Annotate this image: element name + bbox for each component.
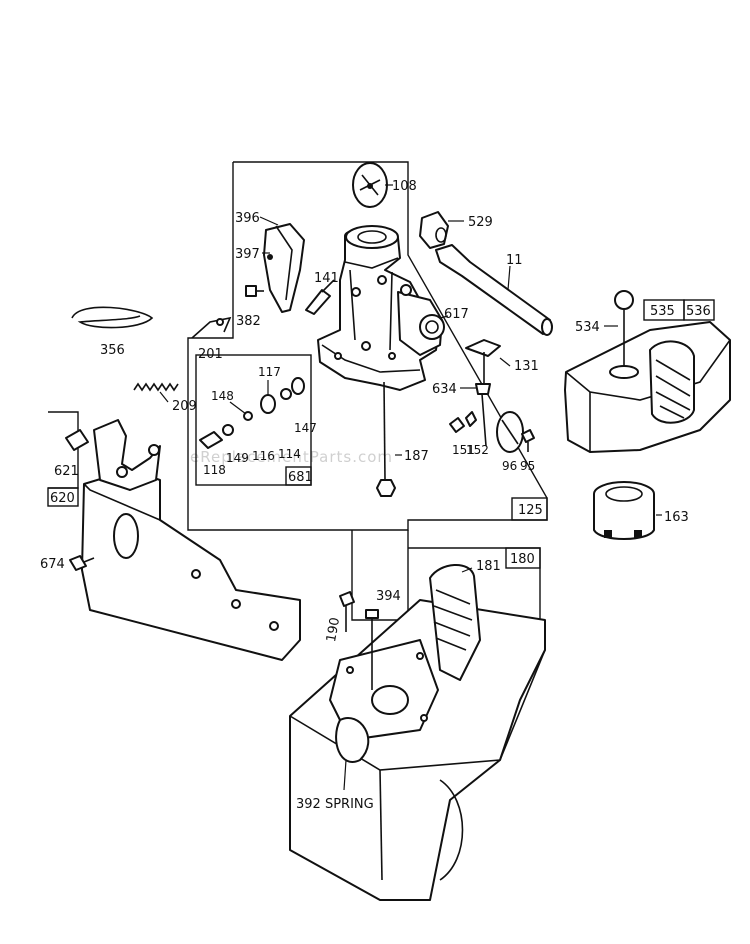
part-108: 108 xyxy=(352,162,417,208)
label-118: 118 xyxy=(203,463,226,477)
box-label-180: 180 xyxy=(510,552,535,567)
label-116: 116 xyxy=(252,449,275,463)
label-535: 535 xyxy=(650,304,675,319)
part-617: 617 xyxy=(439,307,469,322)
box-label-620: 620 xyxy=(50,491,75,506)
label-151: 151 xyxy=(452,443,475,457)
label-117: 117 xyxy=(258,365,281,379)
label-190: 190 xyxy=(324,616,343,643)
label-11: 11 xyxy=(506,253,523,268)
label-674: 674 xyxy=(40,557,65,572)
needle-valve-box: 681 xyxy=(195,354,313,486)
fuel-tank-group: 180 181 394 190 392 SPRING xyxy=(289,530,546,901)
watermark-text: eReplacementParts.com xyxy=(190,448,393,466)
label-382: 382 xyxy=(236,314,261,329)
label-163: 163 xyxy=(664,510,689,525)
label-114: 114 xyxy=(278,447,301,461)
needle-valve-parts: 117 148 149 116 114 147 118 xyxy=(199,365,317,477)
label-201: 201 xyxy=(198,347,223,362)
label-621: 621 xyxy=(54,464,79,479)
label-394: 394 xyxy=(376,589,401,604)
label-356: 356 xyxy=(100,343,125,358)
part-382: 382 xyxy=(236,285,264,329)
label-152: 152 xyxy=(466,443,489,457)
label-392-spring: 392 SPRING xyxy=(296,797,374,812)
label-529: 529 xyxy=(468,215,493,230)
label-148: 148 xyxy=(211,389,234,403)
part-163: 163 xyxy=(593,481,689,540)
part-209: 209 xyxy=(133,382,197,414)
box-label-681: 681 xyxy=(288,470,313,485)
part-11: 11 xyxy=(435,244,553,336)
part-396-397: 396 397 xyxy=(235,211,305,313)
label-396: 396 xyxy=(235,211,260,226)
label-634: 634 xyxy=(432,382,457,397)
label-149: 149 xyxy=(226,451,249,465)
label-131: 131 xyxy=(514,359,539,374)
air-cleaner-group: 535 536 534 xyxy=(564,290,731,453)
part-141: 141 xyxy=(305,271,339,315)
bracket-group: 620 621 674 xyxy=(40,411,301,661)
label-209: 209 xyxy=(172,399,197,414)
box-label-536: 536 xyxy=(686,304,711,319)
label-617: 617 xyxy=(444,307,469,322)
part-529: 529 xyxy=(419,211,493,249)
label-141: 141 xyxy=(314,271,339,286)
box-label-125: 125 xyxy=(518,503,543,518)
label-187: 187 xyxy=(404,449,429,464)
label-108: 108 xyxy=(392,179,417,194)
part-356: 356 xyxy=(71,306,154,358)
label-95: 95 xyxy=(520,459,535,473)
label-397: 397 xyxy=(235,247,260,262)
label-181: 181 xyxy=(476,559,501,574)
throttle-parts: 131 634 151 152 96 95 xyxy=(432,339,539,473)
label-96: 96 xyxy=(502,459,517,473)
label-534: 534 xyxy=(575,320,600,335)
carburetor-body: 187 xyxy=(317,225,445,497)
label-147: 147 xyxy=(294,421,317,435)
part-201: 201 xyxy=(191,316,232,362)
carburetor-group-frame: 125 xyxy=(187,161,548,531)
